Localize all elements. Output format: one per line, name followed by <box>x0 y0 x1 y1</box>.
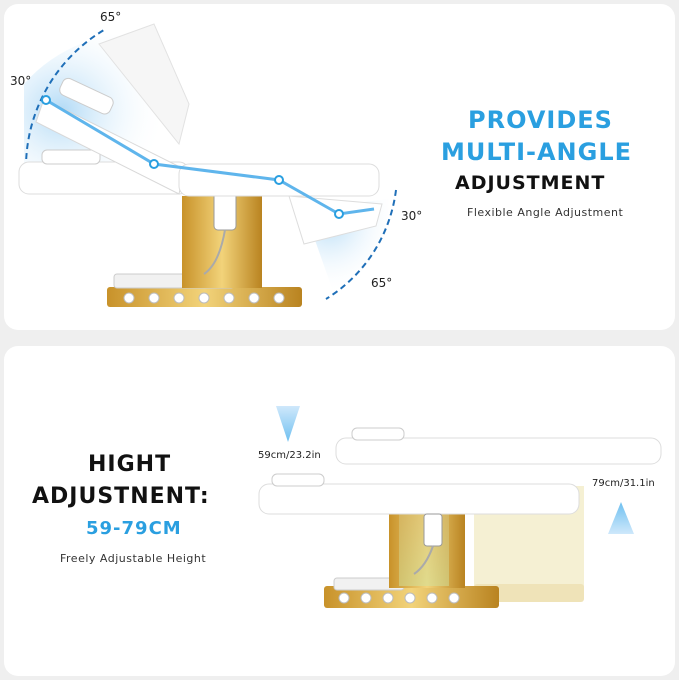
raised-pillow <box>351 427 405 441</box>
headline-adjustnent: ADJUSTNENT: <box>32 484 210 509</box>
bed-leg-section <box>288 195 383 245</box>
raised-bed-top <box>335 437 662 465</box>
angle-adjustment-panel: 65° 30° 30° 65° PROVIDES MULTI-ANGLE ADJ… <box>4 4 675 330</box>
low-height-label: 59cm/23.2in <box>258 450 321 461</box>
angle-bed-illustration <box>18 23 397 307</box>
angle-caption: Flexible Angle Adjustment <box>467 206 624 219</box>
lowered-bed-top <box>258 483 580 515</box>
height-bed-illustration <box>258 406 662 608</box>
height-caption: Freely Adjustable Height <box>60 552 207 565</box>
leg-angle-arc <box>325 189 397 300</box>
height-adjustment-panel: 59cm/23.2in 79cm/31.1in HIGHT ADJUSTNENT… <box>4 346 675 676</box>
angle-label-leg-inner: 30° <box>401 209 423 223</box>
up-arrow <box>608 502 634 534</box>
head-pillow <box>41 149 101 165</box>
remote-control-bottom <box>423 513 443 547</box>
angle-label-back-outer: 65° <box>100 10 122 24</box>
headline-provides: PROVIDES <box>468 106 613 134</box>
backrest-pillow <box>59 77 114 115</box>
angle-label-back-inner: 30° <box>10 74 32 88</box>
raised-base <box>474 584 584 602</box>
down-arrow <box>276 406 300 442</box>
bed-backrest <box>35 98 185 195</box>
high-height-label: 79cm/31.1in <box>592 478 655 489</box>
remote-cable <box>203 229 226 275</box>
headline-multi-angle: MULTI-ANGLE <box>441 138 632 166</box>
ghost-backrest <box>98 23 190 146</box>
height-range: 59-79CM <box>86 518 182 539</box>
headline-hight: HIGHT <box>88 452 172 477</box>
back-angle-arc <box>24 29 105 170</box>
headline-adjustment: ADJUSTMENT <box>455 172 606 194</box>
lowered-pillow <box>271 473 325 487</box>
angle-label-leg-outer: 65° <box>371 276 393 290</box>
